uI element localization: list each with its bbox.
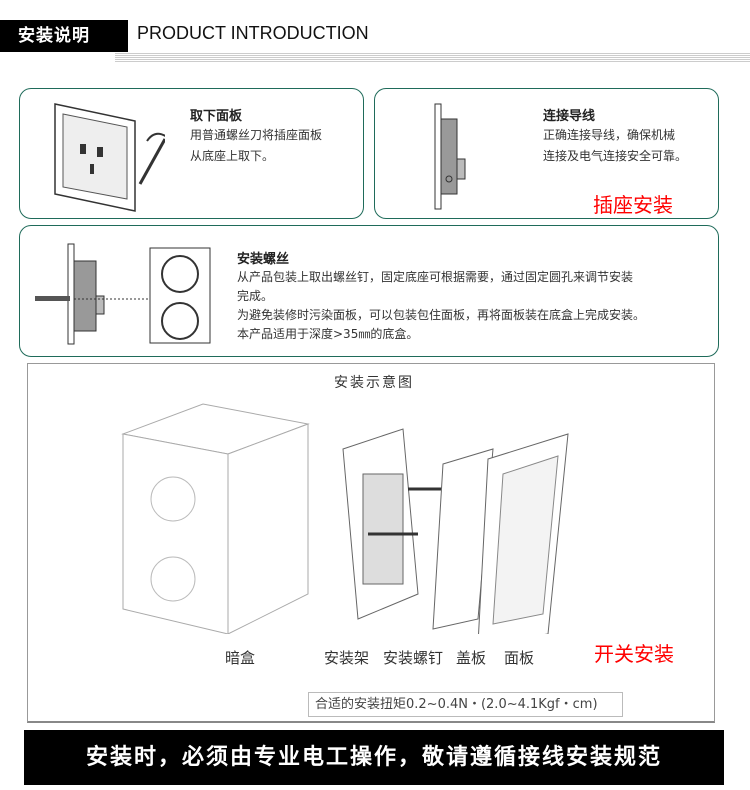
torque-note: 合适的安装扭矩0.2~0.4N・(2.0~4.1Kgf・cm) <box>308 692 623 717</box>
socket-install-note: 插座安装 <box>593 193 673 217</box>
card-text: 从产品包装上取出螺丝钉，固定底座可根据需要，通过固定圆孔来调节安装 <box>237 270 634 284</box>
header-divider <box>115 52 750 62</box>
label-face-panel: 面板 <box>504 649 535 667</box>
card-title: 安装螺丝 <box>237 252 290 267</box>
screw-illustration <box>35 243 211 345</box>
card-text: 连接及电气连接安全可靠。 <box>543 149 688 163</box>
card-title: 连接导线 <box>543 109 596 124</box>
section-title: PRODUCT INTRODUCTION <box>137 23 369 43</box>
installation-diagram: 安装示意图 暗盒 安装架 安装螺钉 盖板 面板 开关安装 <box>27 363 715 723</box>
switch-install-note: 开关安装 <box>594 642 674 666</box>
label-cover-plate: 盖板 <box>456 649 487 667</box>
section-badge: 安装说明 <box>0 20 128 52</box>
card-text: 为避免装修时污染面板，可以包装包住面板，再将面板装在底盒上完成安装。 <box>237 308 646 322</box>
card-title: 取下面板 <box>190 109 243 124</box>
card-text: 正确连接导线，确保机械 <box>543 128 676 142</box>
diagram-title: 安装示意图 <box>334 375 414 391</box>
label-back-box: 暗盒 <box>225 649 256 667</box>
card-text: 完成。 <box>237 289 274 303</box>
panel-removal-illustration <box>54 103 165 212</box>
card-remove-panel: 取下面板 用普通螺丝刀将插座面板从底座上取下。 <box>19 88 364 219</box>
card-text: 用普通螺丝刀将插座面板 <box>190 128 323 142</box>
card-text: 本产品适用于深度>35㎜的底盒。 <box>237 327 419 341</box>
wiring-illustration <box>434 103 466 210</box>
card-install-screws: 安装螺丝 从产品包装上取出螺丝钉，固定底座可根据需要，通过固定圆孔来调节安装 完… <box>19 225 719 357</box>
label-mounting-screw: 安装螺钉 <box>383 649 444 667</box>
safety-banner: 安装时，必须由专业电工操作，敬请遵循接线安装规范 <box>24 730 724 785</box>
exploded-view-illustration <box>121 403 569 634</box>
card-connect-wires: 连接导线 正确连接导线，确保机械连接及电气连接安全可靠。 插座安装 <box>374 88 719 219</box>
label-mounting-frame: 安装架 <box>324 649 370 667</box>
card-text: 从底座上取下。 <box>190 149 275 163</box>
